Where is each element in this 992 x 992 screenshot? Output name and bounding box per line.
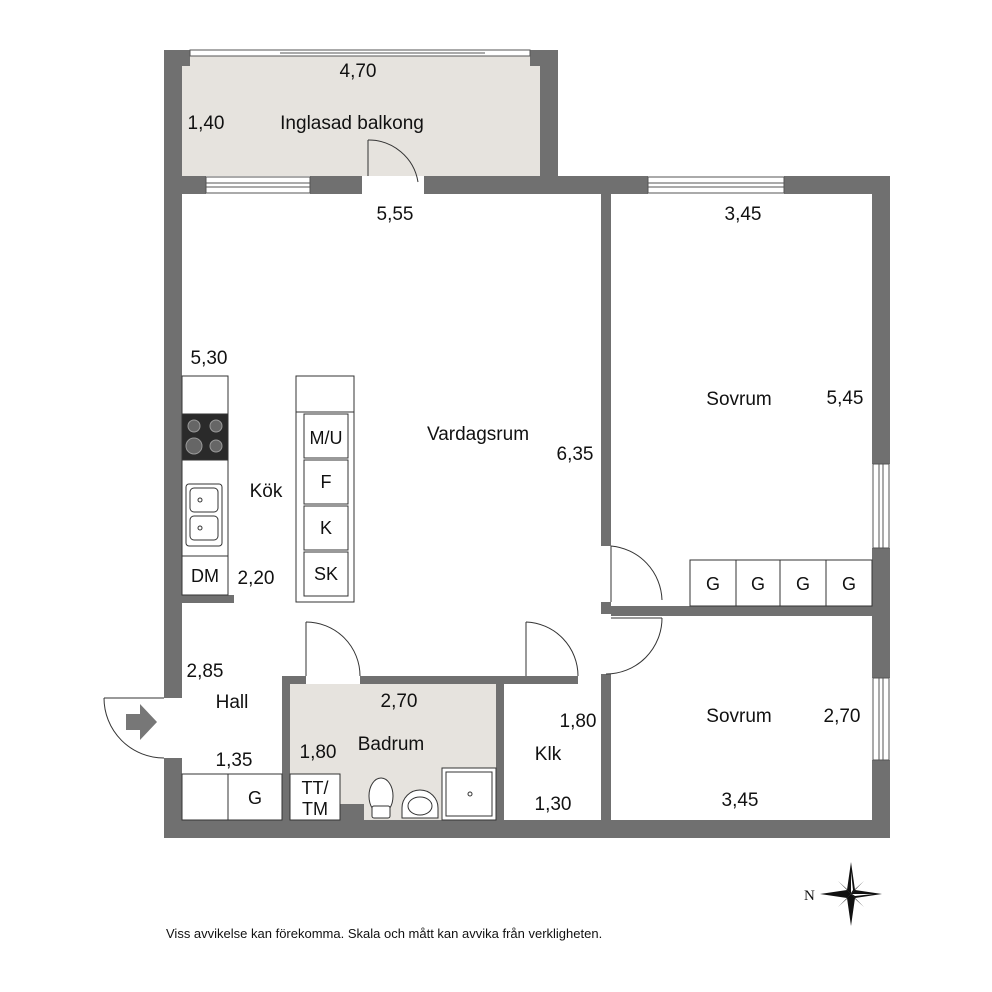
wall-bottom [164, 820, 890, 838]
shower-icon [441, 767, 497, 821]
wardrobes [181, 559, 873, 821]
wall-balcony-left [164, 52, 182, 194]
stove-burner-icon [185, 437, 203, 455]
bathroom-fixtures [289, 767, 497, 821]
wall-bath-bottom-notch [340, 804, 364, 820]
washbasin-icon [401, 789, 439, 819]
bedroom2-depth: 2,70 [824, 706, 861, 727]
wall-top-2 [310, 176, 362, 194]
kitchen-unit-k: K [320, 518, 332, 538]
bedroom2-width: 3,45 [722, 790, 759, 811]
kitchen-unit-f: F [321, 472, 332, 492]
balcony-floor [182, 52, 540, 176]
kitchen-name: Kök [250, 481, 283, 502]
compass-north-label: N [804, 888, 815, 904]
wardrobe-label: G [842, 574, 856, 594]
laundry-label-top: TT/ [302, 778, 329, 798]
wall-bath-left [282, 676, 290, 820]
wall-left-upper [164, 176, 182, 698]
stove-burner-icon [187, 419, 201, 433]
wall-bedroom2-left [601, 674, 611, 820]
door-entrance[interactable] [103, 697, 182, 759]
bedroom1-name: Sovrum [706, 389, 771, 410]
hall-length: 2,85 [187, 661, 224, 682]
window-balcony-top [189, 49, 531, 57]
dishwasher-label: DM [191, 566, 219, 586]
compass-rose-icon [820, 862, 882, 926]
stove-burner-icon [209, 439, 223, 453]
laundry-unit [289, 773, 341, 821]
sink-icon [185, 483, 223, 547]
walls [164, 50, 890, 838]
window-living-top [205, 176, 311, 194]
windows [189, 49, 890, 761]
stove-burner-icon [209, 419, 223, 433]
kitchen-depth: 2,20 [238, 568, 275, 589]
wall-left-lower [164, 758, 182, 838]
kitchen-unit-sk: SK [314, 564, 338, 584]
balcony-name: Inglasad balkong [280, 113, 424, 134]
bathroom-name: Badrum [358, 734, 425, 755]
hall-width: 1,35 [216, 750, 253, 771]
wall-bath-top-right [360, 676, 578, 684]
wall-living-bedroom [601, 194, 611, 546]
window-bedroom-top [647, 176, 785, 194]
laundry-label-bottom: TM [302, 799, 328, 819]
door-bedroom1[interactable] [610, 545, 663, 602]
wall-bath-top-left [282, 676, 306, 684]
wall-right-3 [872, 760, 890, 838]
wall-balcony-top-right [530, 50, 558, 66]
closet-name: Klk [535, 744, 562, 765]
door-bathroom[interactable] [305, 621, 361, 677]
entrance-arrow-icon [126, 704, 157, 740]
wall-right-1 [872, 176, 890, 464]
wall-balcony-top-left [164, 50, 190, 66]
window-bedroom2-right [872, 677, 890, 761]
labels: 4,70 1,40 Inglasad balkong 5,55 Vardagsr… [187, 61, 864, 815]
stove [181, 413, 229, 461]
bedroom1-depth: 5,45 [827, 388, 864, 409]
wall-balcony-right [540, 52, 558, 176]
window-bedroom1-right [872, 463, 890, 549]
living-width: 5,55 [377, 204, 414, 225]
wall-top-3 [424, 176, 648, 194]
bedroom2-name: Sovrum [706, 706, 771, 727]
island-top-cap [295, 375, 355, 413]
kitchen-unit-mu: M/U [310, 428, 343, 448]
hall-name: Hall [216, 692, 249, 713]
bathroom-depth: 1,80 [300, 742, 337, 763]
fixture-labels: M/U F K SK DM G G G G G TT/ TM [191, 428, 856, 819]
disclaimer-text: Viss avvikelse kan förekomma. Skala och … [166, 926, 603, 941]
doors [103, 139, 663, 759]
wall-right-2 [872, 548, 890, 678]
living-name: Vardagsrum [427, 424, 529, 445]
closet-depth: 1,80 [560, 711, 597, 732]
wardrobe-label: G [706, 574, 720, 594]
door-balcony[interactable] [367, 139, 419, 183]
wardrobe-label: G [796, 574, 810, 594]
wall-kitchen-hall [182, 595, 234, 603]
balcony-depth: 1,40 [188, 113, 225, 134]
door-bedroom2[interactable] [605, 617, 663, 675]
wall-bath-closet [496, 676, 504, 820]
toilet-icon [368, 777, 394, 819]
bedroom1-width: 3,45 [725, 204, 762, 225]
wall-bedroom-divider [611, 606, 872, 616]
door-closet[interactable] [525, 621, 579, 677]
wardrobe-label: G [751, 574, 765, 594]
wall-top-4 [784, 176, 890, 194]
hall-wardrobe-label: G [248, 788, 262, 808]
closet-width: 1,30 [535, 794, 572, 815]
kitchen-counter [181, 375, 355, 603]
kitchen-length: 5,30 [191, 348, 228, 369]
living-depth: 6,35 [557, 444, 594, 465]
balcony-width: 4,70 [340, 61, 377, 82]
wall-living-bedroom-stub [601, 602, 611, 614]
bathroom-width: 2,70 [381, 691, 418, 712]
